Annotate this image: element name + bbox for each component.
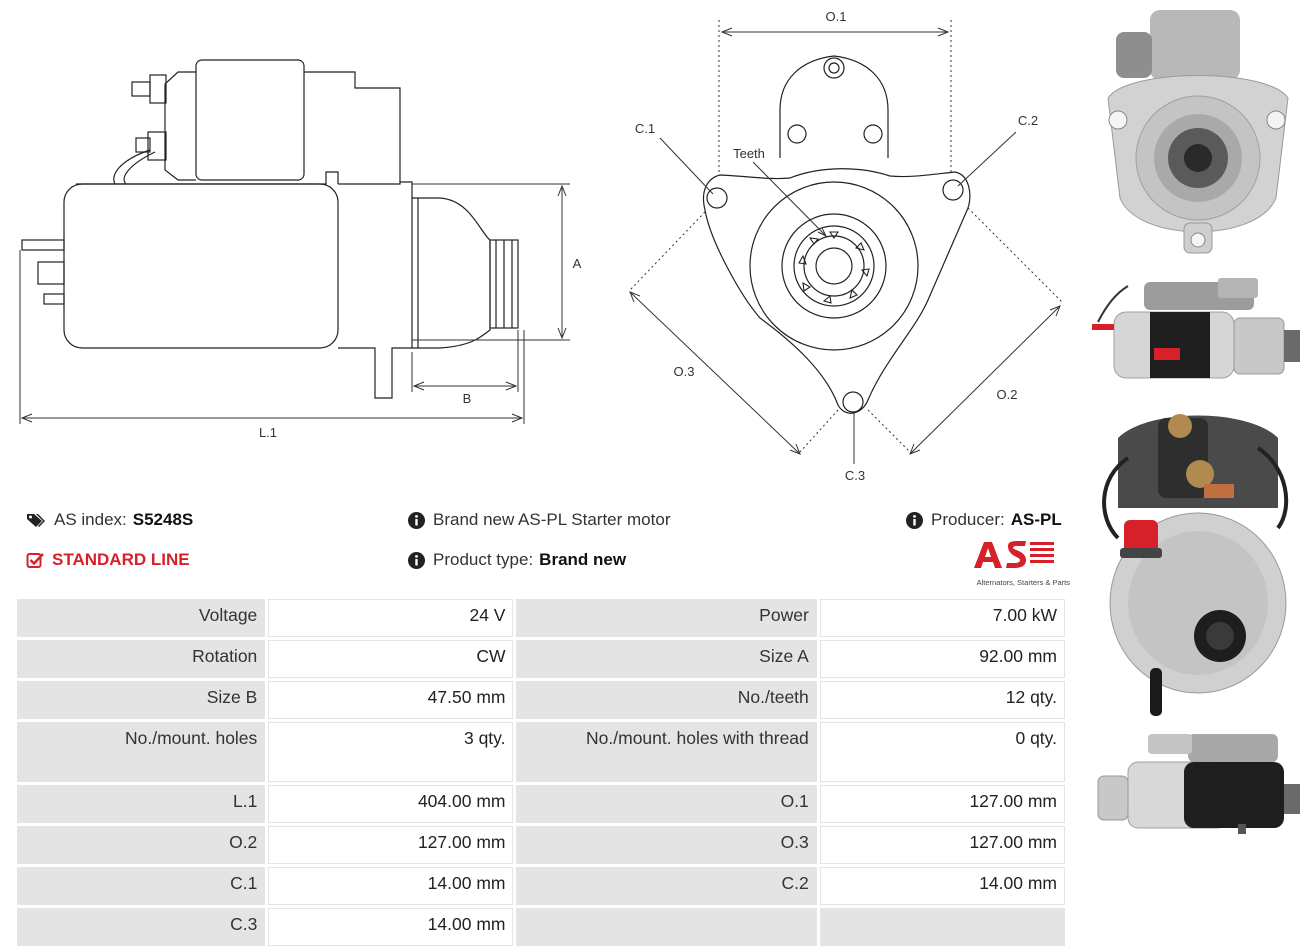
info-icon: [408, 551, 425, 569]
spec-label: Size B: [17, 681, 266, 719]
product-type: Product type: Brand new: [408, 550, 626, 570]
product-type-value: Brand new: [539, 550, 627, 569]
spec-value: 14.00 mm: [268, 867, 514, 905]
info-icon: [906, 511, 923, 529]
product-photo-rear: [1102, 414, 1289, 716]
as-index-value: S5248S: [132, 510, 194, 529]
spec-value: 7.00 kW: [819, 599, 1065, 637]
dim-label-c2: C.2: [1018, 113, 1038, 128]
spec-label: O.2: [17, 826, 266, 864]
spec-value: CW: [268, 640, 514, 678]
as-logo: Alternators, Starters & Parts: [962, 538, 1070, 587]
producer-label: Producer:: [931, 510, 1005, 529]
spec-label: [516, 908, 817, 946]
spec-label: No./mount. holes with thread: [516, 722, 817, 782]
spec-value: 24 V: [268, 599, 514, 637]
product-photo-front: [1107, 10, 1289, 254]
spec-label: Size A: [516, 640, 817, 678]
as-logo-mark: [974, 541, 1054, 568]
spec-value: 127.00 mm: [819, 826, 1065, 864]
logo-tagline: Alternators, Starters & Parts: [976, 578, 1070, 587]
spec-label: O.1: [516, 785, 817, 823]
dim-label-l1: L.1: [259, 425, 277, 440]
spec-value: 127.00 mm: [268, 826, 514, 864]
spec-value: 14.00 mm: [819, 867, 1065, 905]
dim-label-a: A: [573, 256, 582, 271]
spec-value: 12 qty.: [819, 681, 1065, 719]
spec-value: 14.00 mm: [268, 908, 514, 946]
spec-label: C.1: [17, 867, 266, 905]
spec-value: 92.00 mm: [819, 640, 1065, 678]
spec-value: 0 qty.: [819, 722, 1065, 782]
spec-label: C.3: [17, 908, 266, 946]
dim-label-teeth: Teeth: [733, 146, 765, 161]
dim-label-o3: O.3: [674, 364, 695, 379]
spec-label: Voltage: [17, 599, 266, 637]
product-photo-side-2: [1097, 734, 1300, 834]
dim-label-o2: O.2: [997, 387, 1018, 402]
spec-label: O.3: [516, 826, 817, 864]
standard-line-badge: STANDARD LINE: [26, 550, 190, 570]
spec-value: 127.00 mm: [819, 785, 1065, 823]
as-index-label: AS index:: [54, 510, 127, 529]
dim-label-o1: O.1: [826, 9, 847, 24]
product-type-label: Product type:: [433, 550, 534, 569]
spec-value: [819, 908, 1065, 946]
spec-label: L.1: [17, 785, 266, 823]
spec-value: 404.00 mm: [268, 785, 514, 823]
producer: Producer: AS-PL: [906, 510, 1062, 530]
description: Brand new AS-PL Starter motor: [408, 510, 670, 530]
side-view-drawing: A B L.1: [19, 59, 582, 440]
dim-label-c1: C.1: [635, 121, 655, 136]
spec-value: 47.50 mm: [268, 681, 514, 719]
as-index: AS index: S5248S: [26, 510, 193, 530]
standard-line-label: STANDARD LINE: [52, 550, 190, 569]
producer-value: AS-PL: [1010, 510, 1062, 529]
front-view-drawing: O.1 O.2 O.3 C.1 C.2 C.3 Teeth: [629, 9, 1063, 483]
description-text: Brand new AS-PL Starter motor: [433, 510, 671, 529]
spec-label: C.2: [516, 867, 817, 905]
spec-label: Rotation: [17, 640, 266, 678]
dim-label-c3: C.3: [845, 468, 865, 483]
checkbox-checked-icon: [26, 553, 44, 568]
dim-label-b: B: [463, 391, 472, 406]
spec-value: 3 qty.: [268, 722, 514, 782]
spec-label: Power: [516, 599, 817, 637]
spec-label: No./teeth: [516, 681, 817, 719]
product-photo-side: [1092, 278, 1300, 379]
spec-label: No./mount. holes: [17, 722, 266, 782]
info-icon: [408, 511, 425, 529]
tags-icon: [27, 514, 45, 527]
